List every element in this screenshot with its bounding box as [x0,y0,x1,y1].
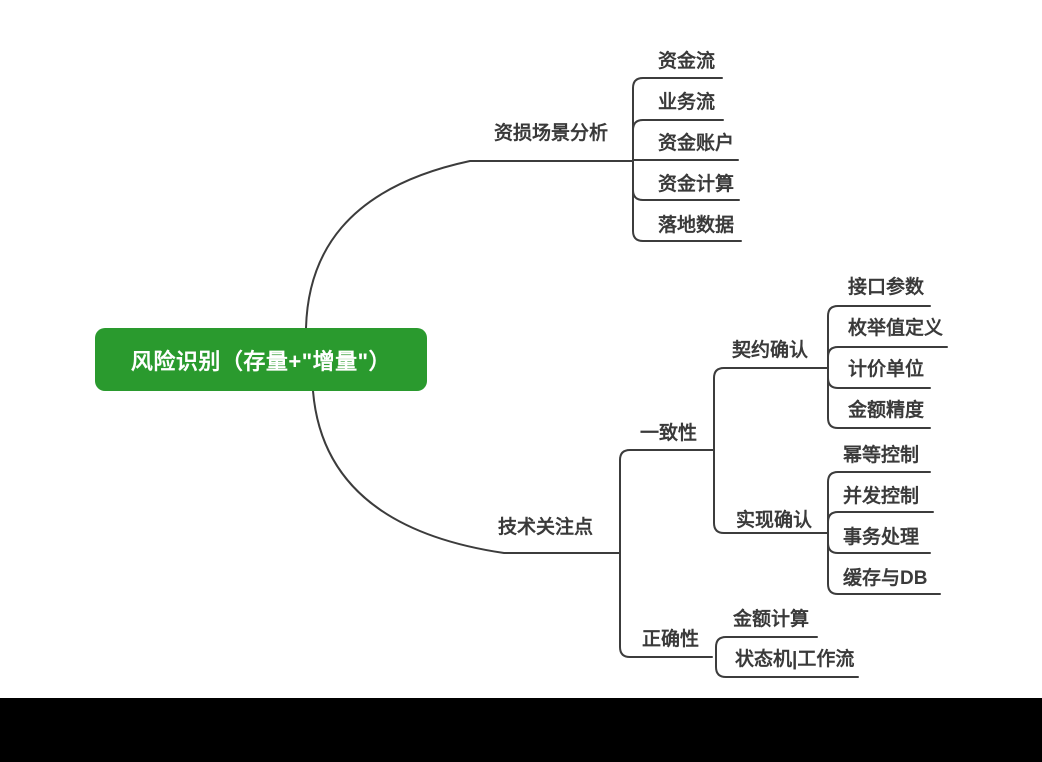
connector-branch1-child1 [632,119,724,161]
node-capital-account[interactable]: 资金账户 [658,133,735,154]
connector-branch2-correctness [619,552,713,658]
connector-correctness-child0 [715,636,818,658]
node-capital-calculation[interactable]: 资金计算 [658,174,735,195]
connector-branch2-consistency [619,449,715,554]
connector-branch1-child4 [632,159,742,242]
node-correctness[interactable]: 正确性 [642,629,700,650]
node-transaction-handling[interactable]: 事务处理 [843,527,920,548]
node-pricing-unit[interactable]: 计价单位 [848,359,925,380]
node-consistency[interactable]: 一致性 [640,423,698,444]
node-idempotency-control[interactable]: 幂等控制 [843,445,920,466]
node-capital-flow[interactable]: 资金流 [658,51,716,72]
connector-consistency-implementation [713,449,829,534]
connector-root-branch2 [312,390,621,554]
node-implementation-confirmation[interactable]: 实现确认 [736,510,813,531]
root-node[interactable]: 风险识别（存量+"增量"） [95,328,427,391]
connector-branch1-child0 [632,77,723,161]
node-business-flow[interactable]: 业务流 [658,92,716,113]
bottom-letterbox-bar [0,698,1042,762]
node-amount-precision[interactable]: 金额精度 [848,400,925,421]
node-loss-scenario-analysis[interactable]: 资损场景分析 [494,123,609,144]
connector-contract-child3 [827,367,931,429]
node-interface-params[interactable]: 接口参数 [848,277,925,298]
connector-implementation-child3 [827,532,941,595]
node-amount-calculation[interactable]: 金额计算 [733,609,810,630]
connector-implementation-child1 [827,511,934,534]
node-concurrency-control[interactable]: 并发控制 [843,486,920,507]
connector-contract-child0 [827,305,931,369]
node-landed-data[interactable]: 落地数据 [658,215,735,236]
node-technical-concerns[interactable]: 技术关注点 [498,517,594,538]
connector-consistency-contract [713,367,829,451]
connector-contract-child1 [827,346,948,369]
node-enum-definition[interactable]: 枚举值定义 [848,318,944,339]
node-cache-and-db[interactable]: 缓存与DB [843,568,928,589]
connector-root-branch1 [305,160,634,329]
node-contract-confirmation[interactable]: 契约确认 [732,340,809,361]
connector-correctness-child1 [715,656,859,678]
node-state-machine-workflow[interactable]: 状态机|工作流 [735,649,855,670]
connector-implementation-child0 [827,471,931,534]
